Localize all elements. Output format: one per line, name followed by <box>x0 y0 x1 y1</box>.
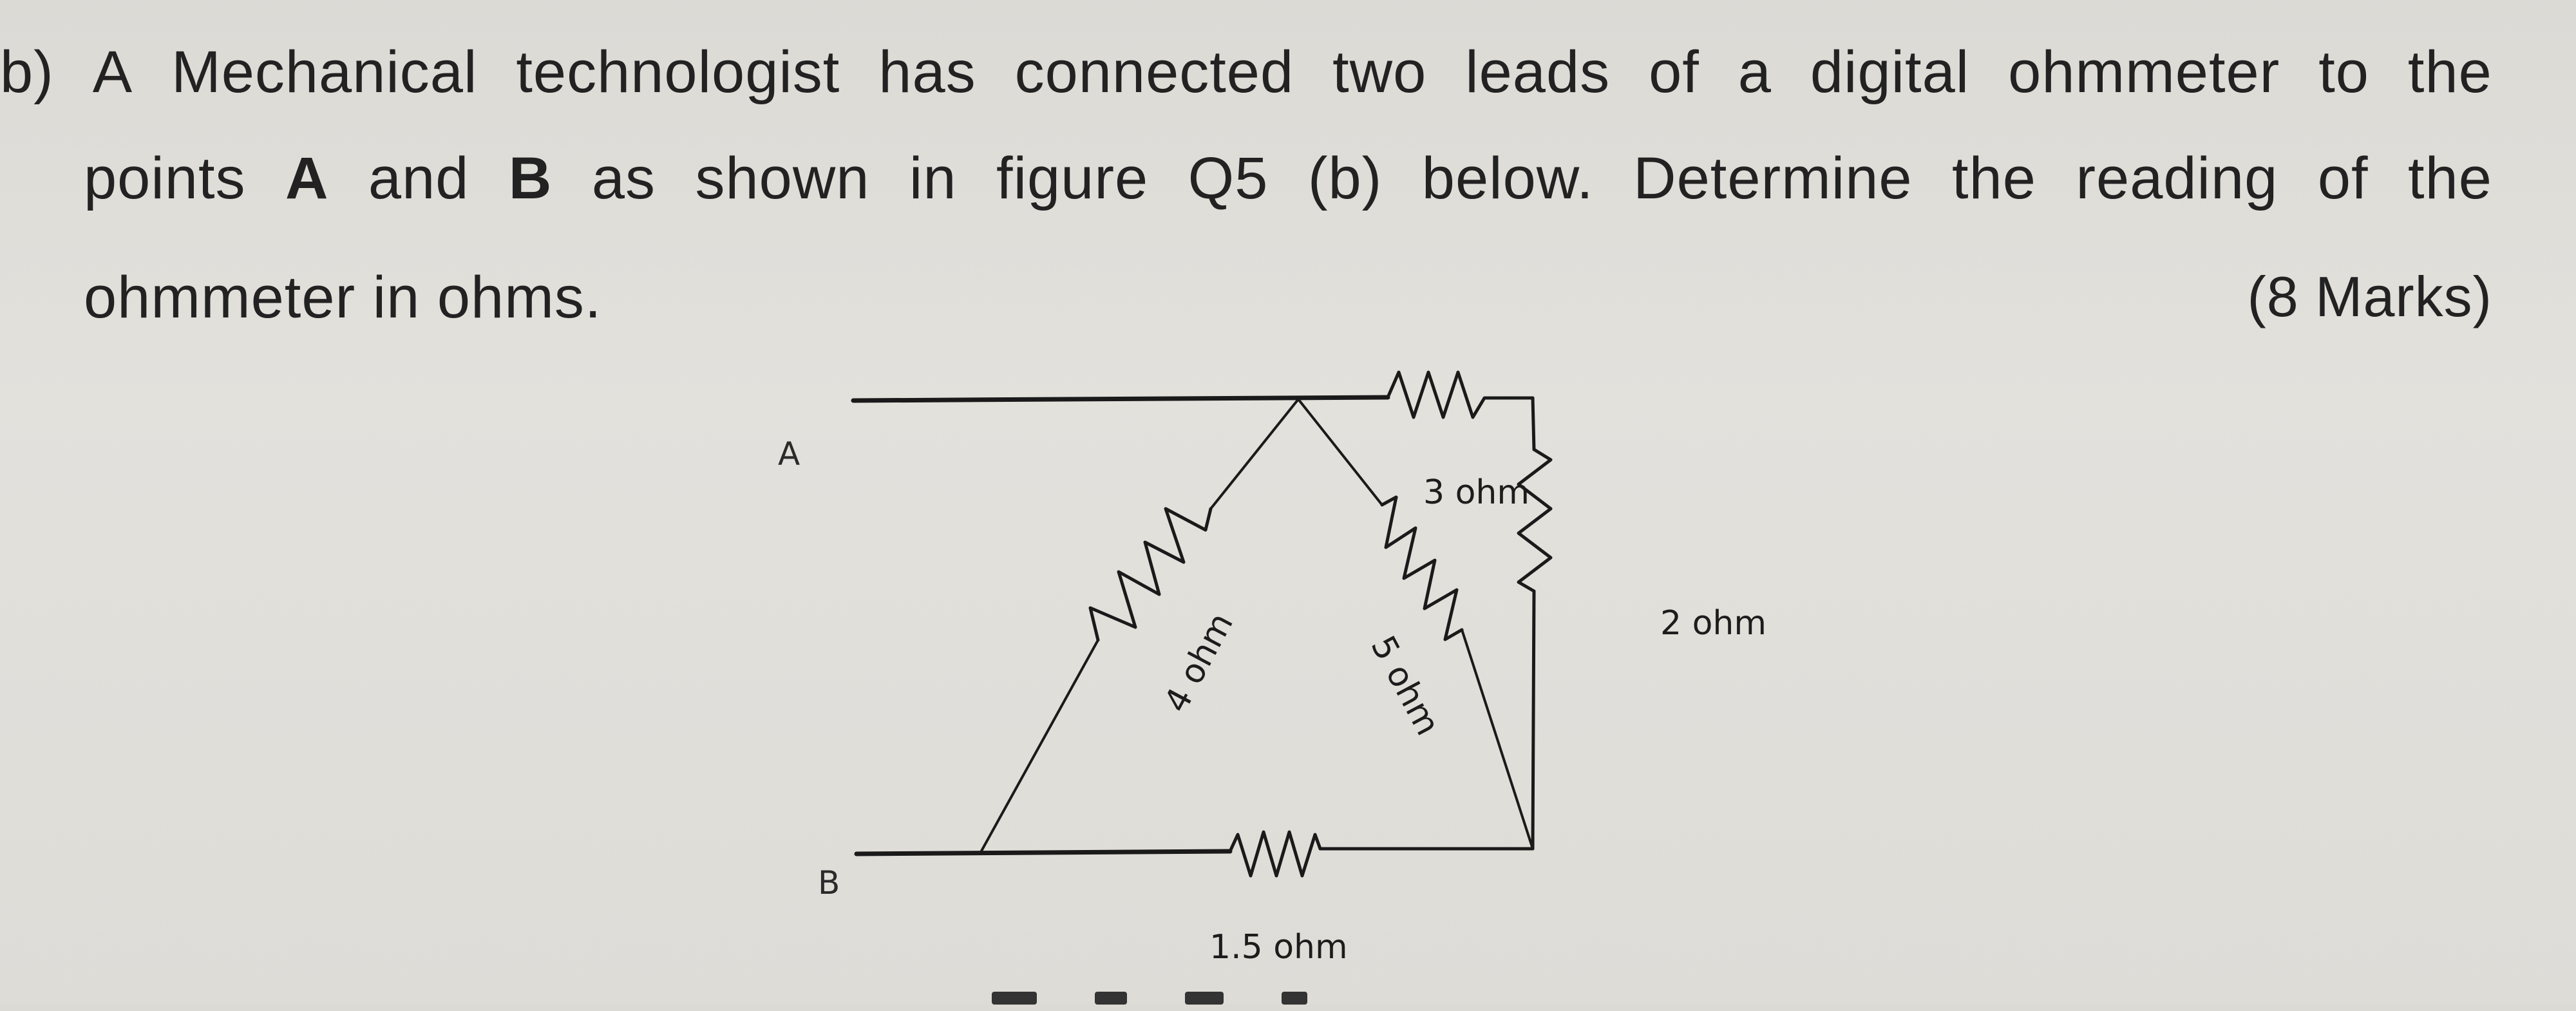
marks-label: (8 Marks) <box>2247 265 2492 328</box>
part-label: b) <box>0 39 54 105</box>
figure-caption-cropped <box>992 992 1455 1011</box>
point-b-ref: B <box>508 146 553 211</box>
wire-left-diag-upper <box>1209 398 1300 510</box>
question-line-2: points A and B as shown in figure Q5 (b)… <box>84 146 2492 211</box>
node-b-label: B <box>818 864 840 902</box>
figure-ref: Q5 <box>1188 146 1269 211</box>
wire-right-lower <box>1531 589 1536 851</box>
resistor-1-5ohm <box>1228 830 1322 878</box>
resistor-2ohm <box>1517 448 1553 593</box>
wire-left-diag-lower <box>979 639 1099 855</box>
node-a-label: A <box>778 435 800 473</box>
label-5ohm: 5 ohm <box>1363 630 1447 742</box>
label-1-5ohm: 1.5 ohm <box>1209 928 1348 967</box>
wire-mid-diag-upper <box>1297 398 1383 506</box>
wire-b-bottom <box>854 849 1233 856</box>
resistor-4ohm <box>1088 507 1213 642</box>
resistor-3ohm <box>1386 370 1535 419</box>
question-line-1: b) A Mechanical technologist has connect… <box>0 39 2492 105</box>
question-line-3: ohmmeter in ohms. <box>84 265 602 330</box>
label-3ohm: 3 ohm <box>1423 473 1530 512</box>
point-a-ref: A <box>285 146 329 211</box>
resistor-5ohm <box>1380 495 1464 641</box>
wire-mid-diag-lower <box>1461 628 1534 850</box>
label-2ohm: 2 ohm <box>1660 604 1766 643</box>
wire-right-upper <box>1531 396 1536 451</box>
label-4ohm: 4 ohm <box>1157 607 1241 719</box>
wire-a-top <box>851 395 1390 403</box>
